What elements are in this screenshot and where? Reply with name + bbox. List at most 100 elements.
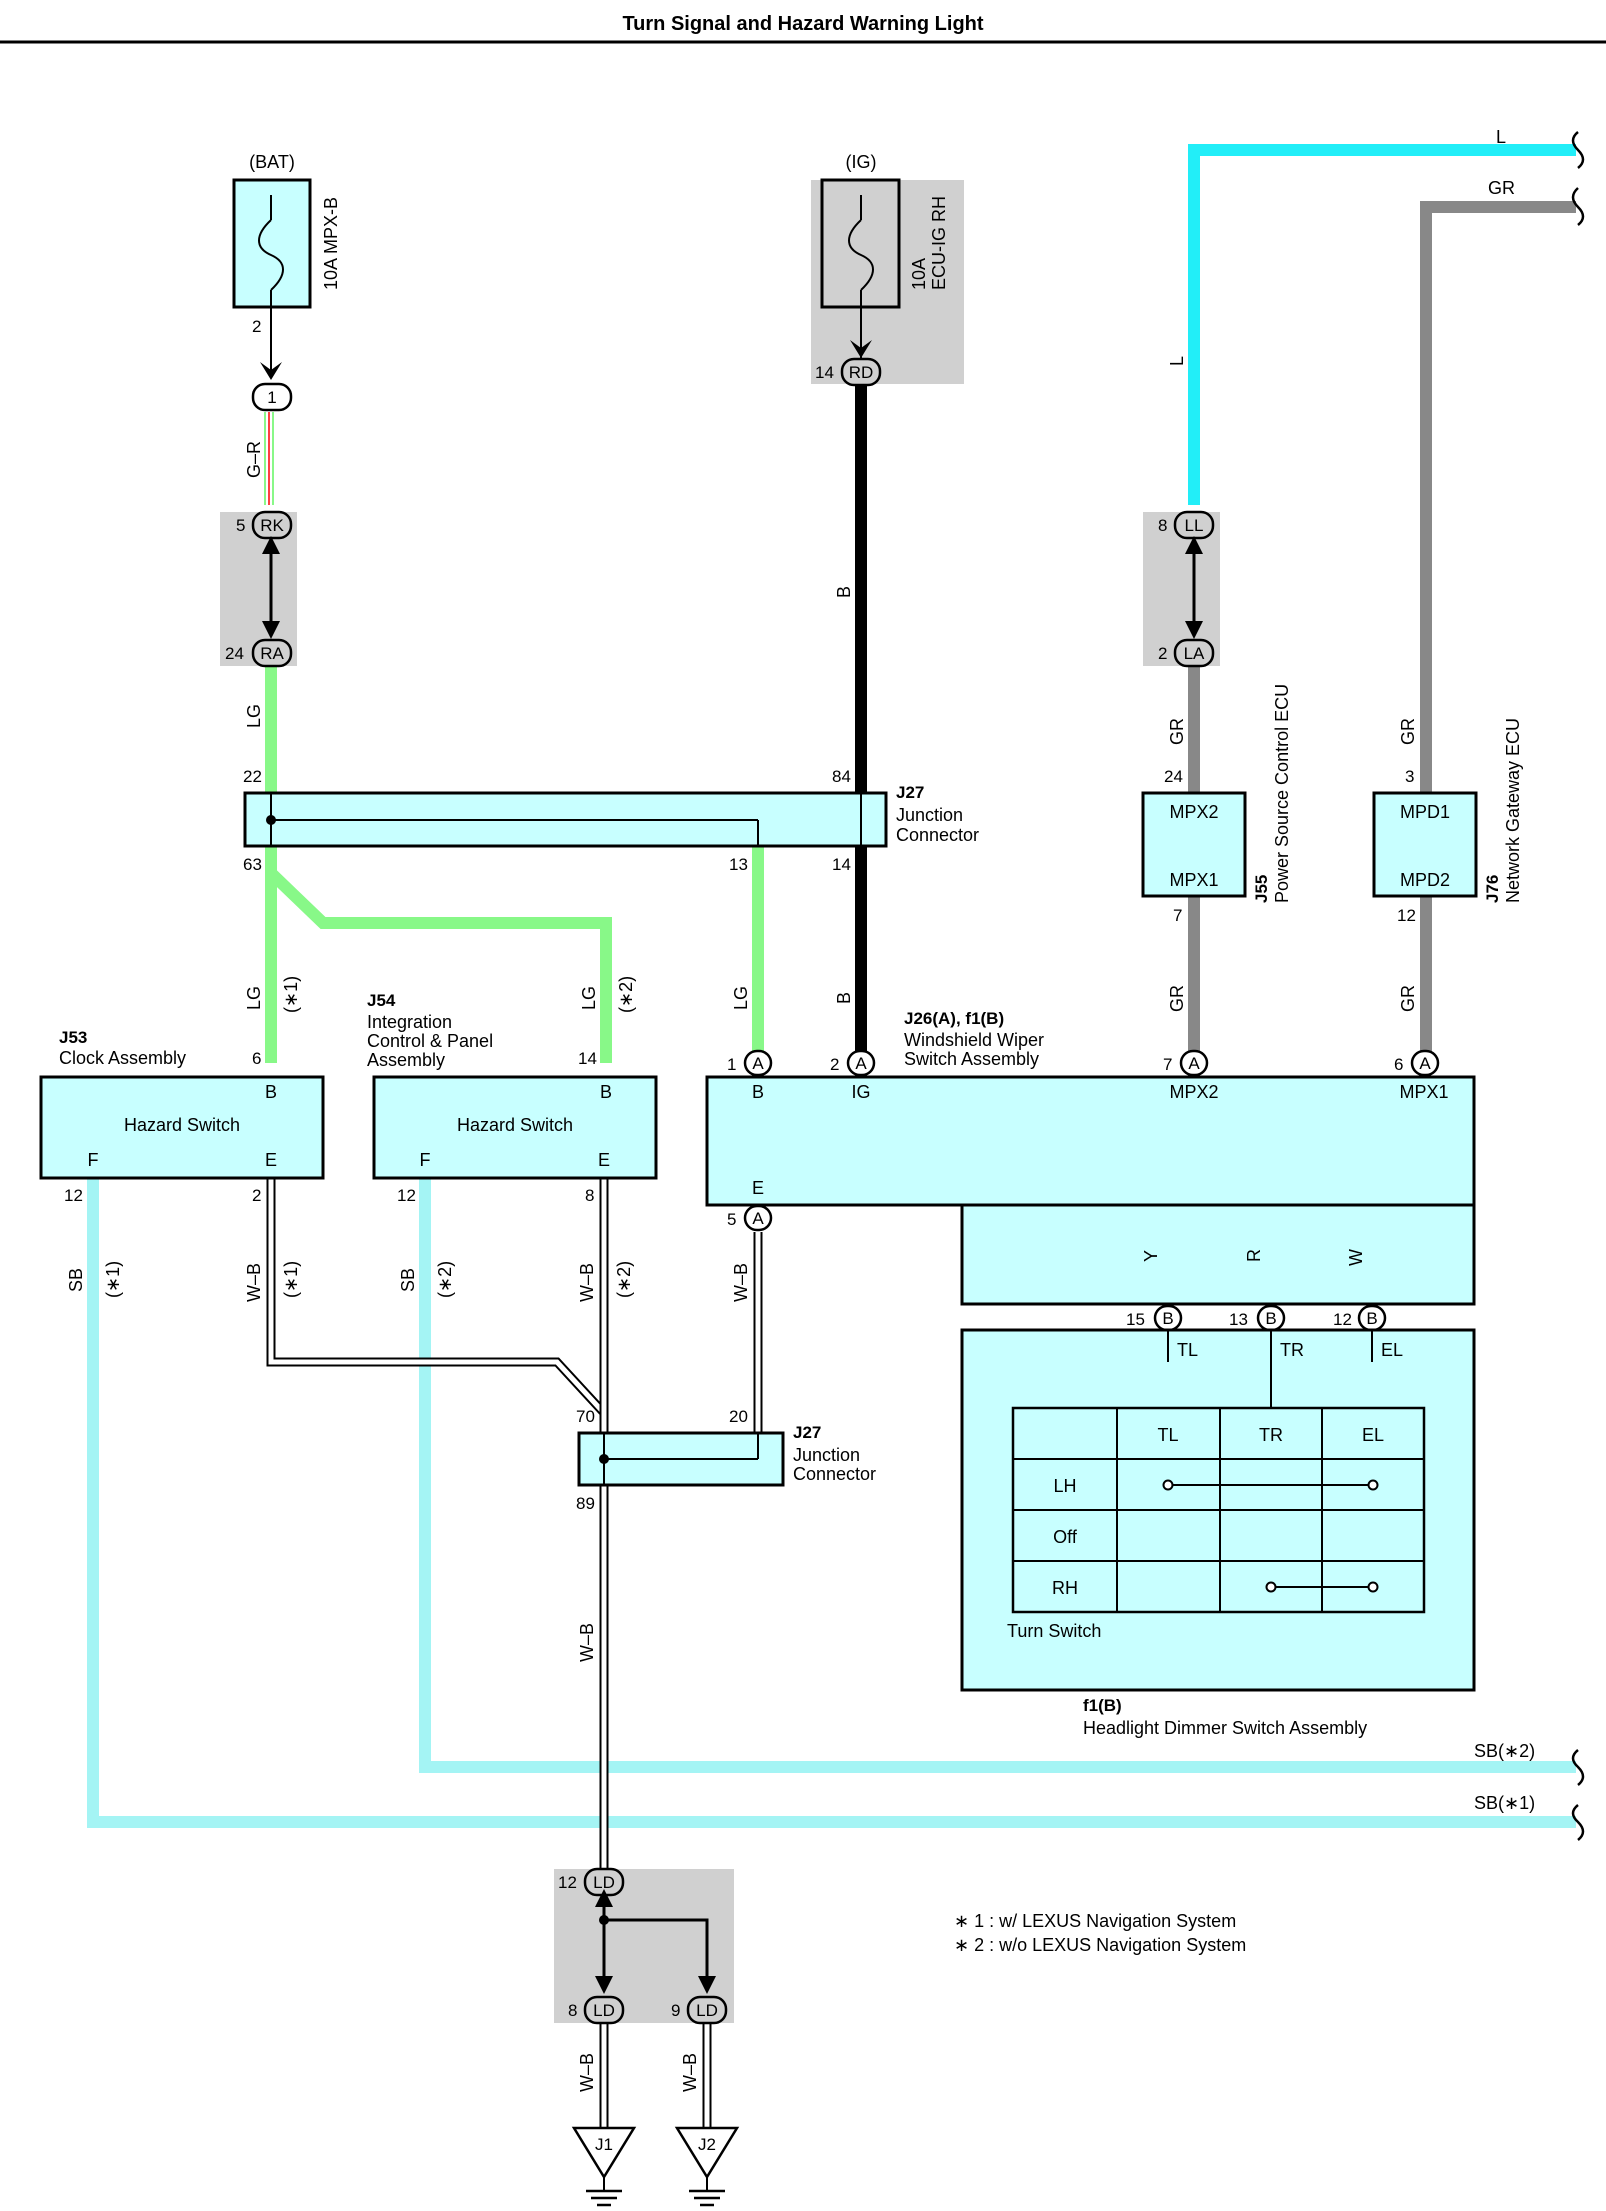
svg-text:A: A (752, 1054, 764, 1073)
svg-text:A: A (1188, 1054, 1200, 1073)
svg-text:9: 9 (671, 2001, 680, 2020)
svg-text:E: E (598, 1150, 610, 1170)
svg-text:J27: J27 (896, 783, 924, 802)
svg-text:J26(A), f1(B): J26(A), f1(B) (904, 1009, 1004, 1028)
svg-text:MPD1: MPD1 (1400, 802, 1450, 822)
svg-text:14: 14 (578, 1049, 597, 1068)
svg-text:8: 8 (568, 2001, 577, 2020)
svg-text:12: 12 (1333, 1310, 1352, 1329)
svg-text:J53: J53 (59, 1028, 87, 1047)
svg-text:22: 22 (243, 767, 262, 786)
svg-text:B: B (752, 1082, 764, 1102)
svg-text:F: F (88, 1150, 99, 1170)
svg-text:A: A (855, 1054, 867, 1073)
svg-text:2: 2 (1158, 644, 1167, 663)
mark-lg-j53: (∗1) (281, 976, 301, 1013)
svg-text:E: E (265, 1150, 277, 1170)
wire-gr-top (1420, 201, 1576, 792)
svg-text:J1: J1 (595, 2135, 613, 2154)
svg-text:B: B (600, 1082, 612, 1102)
svg-text:5: 5 (727, 1210, 736, 1229)
svg-text:Control & Panel: Control & Panel (367, 1031, 493, 1051)
svg-text:5: 5 (236, 516, 245, 535)
label-l-vert: L (1167, 356, 1187, 366)
svg-text:TR: TR (1259, 1425, 1283, 1445)
svg-text:84: 84 (832, 767, 851, 786)
label-sb-j53: SB (66, 1268, 86, 1292)
svg-text:B: B (1265, 1309, 1276, 1328)
f1-headlight-dimmer-switch: TL TR EL TL TR EL LH Off RH Tur (960, 1328, 1476, 1692)
svg-text:12: 12 (558, 1873, 577, 1892)
svg-text:(BAT): (BAT) (249, 152, 295, 172)
svg-text:J2: J2 (698, 2135, 716, 2154)
svg-text:RK: RK (260, 516, 284, 535)
svg-text:24: 24 (225, 644, 244, 663)
svg-text:Off: Off (1053, 1527, 1078, 1547)
svg-text:B: B (1162, 1309, 1173, 1328)
mark-sb-j53: (∗1) (103, 1261, 123, 1298)
label-gr-mpx1: GR (1398, 985, 1418, 1012)
j27-top-junction: 22 84 63 13 14 J27 Junction Connector (243, 767, 979, 874)
ld-junction: 12 LD 8 LD 9 LD (558, 1867, 728, 2025)
svg-text:13: 13 (1229, 1310, 1248, 1329)
svg-text:RD: RD (849, 363, 874, 382)
label-gr-j55: GR (1167, 718, 1187, 745)
svg-text:8: 8 (1158, 516, 1167, 535)
label-b-upper: B (834, 586, 854, 598)
svg-text:TL: TL (1157, 1425, 1178, 1445)
svg-text:A: A (1419, 1054, 1431, 1073)
turn-switch-table: TL TR EL LH Off RH (1011, 1406, 1426, 1614)
label-lg-upper: LG (244, 704, 264, 728)
wire-g-r (264, 412, 274, 505)
svg-text:TL: TL (1177, 1340, 1198, 1360)
svg-text:20: 20 (729, 1407, 748, 1426)
svg-text:Connector: Connector (793, 1464, 876, 1484)
connector-a-pins: 1 A 2 A 7 A 6 A 5 A (727, 1049, 1440, 1232)
turn-switch-label: Turn Switch (1007, 1621, 1101, 1641)
label-r: R (1244, 1249, 1264, 1262)
label-gr-mpx2: GR (1167, 985, 1187, 1012)
mark-sb-j54: (∗2) (435, 1261, 455, 1298)
connector-b-pins: 15 B 13 B 12 B (1126, 1304, 1387, 1332)
svg-text:2: 2 (252, 317, 261, 336)
svg-text:MPD2: MPD2 (1400, 870, 1450, 890)
svg-text:13: 13 (729, 855, 748, 874)
svg-text:LL: LL (1185, 516, 1204, 535)
svg-text:14: 14 (832, 855, 851, 874)
label-g-r: G–R (244, 441, 264, 478)
svg-text:B: B (1366, 1309, 1377, 1328)
svg-text:Windshield Wiper: Windshield Wiper (904, 1030, 1044, 1050)
svg-text:EL: EL (1362, 1425, 1384, 1445)
svg-text:3: 3 (1405, 767, 1414, 786)
svg-text:15: 15 (1126, 1310, 1145, 1329)
svg-text:LD: LD (696, 2001, 718, 2020)
svg-text:2: 2 (252, 1186, 261, 1205)
svg-text:LA: LA (1184, 644, 1205, 663)
ground-j2: J2 (674, 2126, 740, 2207)
cont-label-sb2: SB(∗2) (1474, 1741, 1535, 1761)
label-l-top: L (1496, 127, 1506, 147)
svg-text:RH: RH (1052, 1578, 1078, 1598)
connector-1: 1 (251, 382, 293, 412)
bat-fuse: (BAT) 10A MPX-B 2 (232, 152, 341, 380)
svg-text:7: 7 (1163, 1055, 1172, 1074)
svg-text:Integration: Integration (367, 1012, 452, 1032)
mark-lg-j54: (∗2) (616, 976, 636, 1013)
wire-lg-j54 (266, 868, 612, 1063)
svg-text:LH: LH (1053, 1476, 1076, 1496)
j27-bottom-junction: 70 20 89 J27 Junction Connector (576, 1407, 876, 1513)
svg-text:E: E (752, 1178, 764, 1198)
svg-text:12: 12 (64, 1186, 83, 1205)
svg-text:J55: J55 (1252, 875, 1271, 903)
wire-l-top (1188, 144, 1576, 505)
j53-clock-assembly: J53 Clock Assembly 6 B Hazard Switch F E… (39, 1028, 325, 1205)
svg-text:J27: J27 (793, 1423, 821, 1442)
label-wb-j1: W–B (577, 2053, 597, 2092)
svg-text:MPX1: MPX1 (1169, 870, 1218, 890)
svg-text:6: 6 (252, 1049, 261, 1068)
svg-text:LD: LD (593, 1873, 615, 1892)
j55-power-source-ecu: 24 MPX2 MPX1 7 J55 Power Source Control … (1141, 684, 1292, 925)
connector-rd: RD (840, 357, 882, 387)
svg-text:EL: EL (1381, 1340, 1403, 1360)
